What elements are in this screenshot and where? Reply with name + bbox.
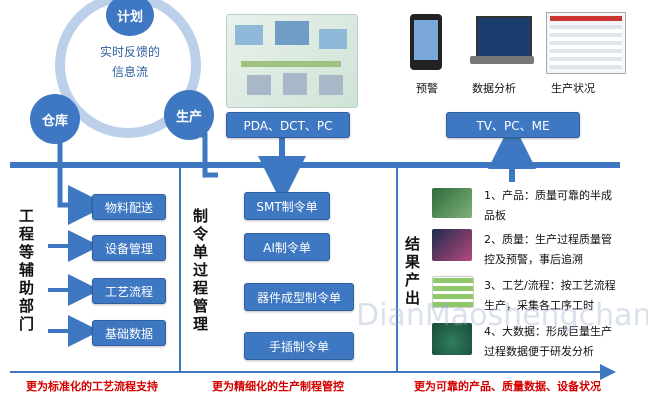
footer-right: 更为可靠的产品、质量数据、设备状况 [414, 380, 601, 393]
cycle-production-label: 生产 [175, 109, 202, 125]
laptop-icon [470, 16, 534, 68]
left-item-basedata: 基础数据 [92, 320, 166, 346]
device-box-pda: PDA、DCT、PC [226, 112, 350, 138]
middle-item-forming: 器件成型制令单 [244, 283, 354, 311]
cycle-warehouse-label: 仓库 [41, 113, 68, 129]
cycle-plan-label: 计划 [116, 9, 143, 25]
right-section-title: 结果产出 [403, 236, 421, 308]
cycle-production-node: 生产 [164, 90, 214, 140]
result-quality: 2、质量：生产过程质量管控及预警，事后追溯 [484, 233, 612, 266]
cycle-plan-node: 计划 [106, 0, 154, 36]
left-item-equipment: 设备管理 [92, 235, 166, 261]
cycle-center-text: 实时反馈的信息流 [100, 45, 161, 79]
middle-item-smt: SMT制令单 [244, 192, 330, 220]
dashboard-screen-icon [546, 12, 626, 74]
result-bigdata: 4、大数据：形成巨量生产过程数据便于研发分析 [484, 325, 612, 358]
result-process: 3、工艺/流程：按工艺流程生产，采集各工序工时 [484, 279, 616, 312]
tablet-icon [410, 14, 442, 70]
main-horizontal-bar [10, 162, 620, 168]
pcb-board-image [432, 188, 472, 218]
warehouse-connector [57, 140, 108, 225]
device-label-analysis: 数据分析 [472, 82, 516, 95]
quality-image [432, 229, 472, 261]
system-diagram-image [226, 14, 358, 108]
device-box-tv: TV、PC、ME [446, 112, 580, 138]
process-flow-image [432, 276, 474, 308]
watermark: DianMaoshengchan [356, 298, 648, 333]
middle-item-ai: AI制令单 [244, 233, 330, 261]
footer-left: 更为标准化的工艺流程支持 [26, 380, 158, 393]
left-section-title: 工程等辅助部门 [17, 208, 35, 334]
cycle-warehouse-node: 仓库 [30, 94, 80, 144]
device-label-warning: 预警 [416, 82, 438, 95]
middle-section-title: 制令单过程管理 [191, 208, 209, 334]
left-item-process: 工艺流程 [92, 278, 166, 304]
production-connector [198, 132, 218, 178]
result-product: 1、产品：质量可靠的半成品板 [484, 189, 612, 222]
left-item-material: 物料配送 [92, 194, 166, 220]
elephant-image [432, 323, 472, 355]
footer-middle: 更为精细化的生产制程管控 [212, 380, 344, 393]
device-label-status: 生产状况 [551, 82, 595, 95]
middle-item-manual: 手插制令单 [244, 332, 354, 360]
cycle-ring [55, 0, 201, 138]
